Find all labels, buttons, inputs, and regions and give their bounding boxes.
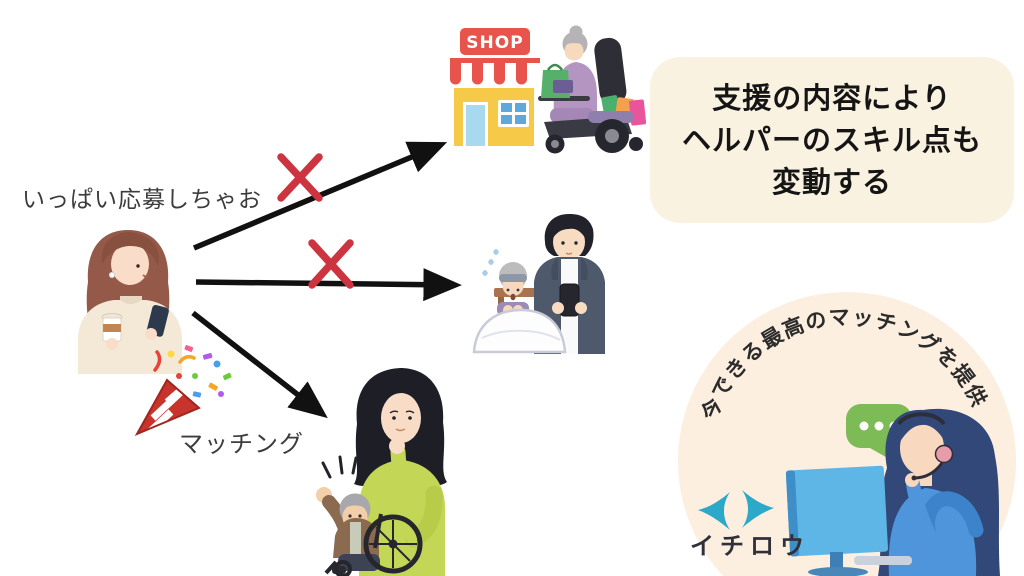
matching-caption: マッチング: [179, 430, 304, 458]
shop-sign: SHOP: [466, 33, 523, 53]
skill-note-panel: 支援の内容により ヘルパーのスキル点も 変動する: [650, 57, 1014, 223]
party-popper-icon: [134, 345, 232, 437]
shop-scene-illustration: SHOP: [450, 25, 646, 154]
brand-logo-icon: [698, 490, 774, 530]
support-agent-illustration: [878, 408, 1000, 576]
brand-circle: 今できる最高のマッチングを提供: [678, 292, 1016, 576]
cross-icon: [277, 153, 323, 202]
monitor-icon: [785, 465, 888, 557]
arrow-to-match: [191, 310, 328, 419]
cross-icon: [308, 239, 354, 289]
skill-note-line: 支援の内容により: [712, 80, 952, 115]
keyboard-icon: [854, 556, 912, 565]
apply-caption: いっぱい応募しちゃお: [22, 187, 262, 213]
matched-scene-illustration: [316, 368, 447, 576]
skill-note-line: 変動する: [771, 165, 892, 200]
bedside-scene-illustration: [472, 214, 605, 354]
skill-note-line: ヘルパーのスキル点も: [681, 122, 982, 157]
arrow-to-bedside: [195, 268, 462, 302]
applicant-illustration: [78, 230, 182, 374]
brand-name: イチロウ: [690, 532, 810, 560]
